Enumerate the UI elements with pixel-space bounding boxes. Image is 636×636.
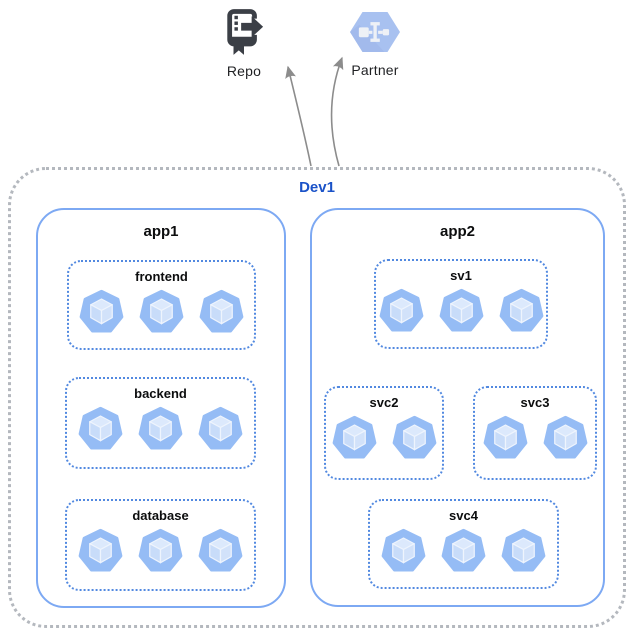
frontend-label: frontend xyxy=(135,269,188,284)
service-box-database: database xyxy=(65,499,256,591)
repo-label: Repo xyxy=(226,63,262,79)
service-box-sv1: sv1 xyxy=(374,259,548,349)
frontend-pods xyxy=(79,289,244,333)
service-box-frontend: frontend xyxy=(67,260,256,350)
pod-icon xyxy=(441,528,486,572)
backend-label: backend xyxy=(134,386,187,401)
pod-icon xyxy=(332,415,376,459)
sv1-label: sv1 xyxy=(450,268,472,283)
partner-hexagon-icon xyxy=(350,12,400,52)
external-node-repo: Repo xyxy=(219,8,269,79)
pod-icon xyxy=(379,288,423,332)
pod-icon xyxy=(392,415,436,459)
pod-icon xyxy=(198,406,243,450)
service-box-backend: backend xyxy=(65,377,256,469)
pod-icon xyxy=(499,288,543,332)
sv1-pods xyxy=(379,288,544,332)
pod-icon xyxy=(501,528,546,572)
app-box-app1: app1 frontend backend xyxy=(36,208,286,608)
pod-icon xyxy=(198,528,243,572)
source-repo-icon xyxy=(227,9,264,55)
svc2-label: svc2 xyxy=(369,395,399,410)
app1-label: app1 xyxy=(143,223,179,240)
service-box-svc4: svc4 xyxy=(368,499,559,589)
app-box-app2: app2 sv1 svc2 xyxy=(310,208,605,607)
svc3-pods xyxy=(483,415,588,459)
partner-label: Partner xyxy=(351,62,399,78)
database-pods xyxy=(78,528,243,572)
pod-icon xyxy=(79,289,124,333)
pod-icon xyxy=(78,406,123,450)
pod-icon xyxy=(139,289,184,333)
service-box-svc2: svc2 xyxy=(324,386,444,480)
external-node-partner: Partner xyxy=(345,9,405,78)
svc2-pods xyxy=(332,415,437,459)
environment-label: Dev1 xyxy=(299,179,335,196)
pod-icon xyxy=(381,528,426,572)
pod-icon xyxy=(543,415,587,459)
backend-pods xyxy=(78,406,243,450)
edge-dev1-partner xyxy=(330,56,344,167)
svc3-label: svc3 xyxy=(520,395,550,410)
svc4-pods xyxy=(381,528,546,572)
pod-icon xyxy=(483,415,527,459)
svc4-label: svc4 xyxy=(449,508,478,523)
service-box-svc3: svc3 xyxy=(473,386,597,480)
pod-icon xyxy=(138,406,183,450)
database-label: database xyxy=(132,508,189,523)
edge-dev1-repo xyxy=(285,65,312,167)
pod-icon xyxy=(199,289,244,333)
pod-icon xyxy=(78,528,123,572)
pod-icon xyxy=(439,288,483,332)
pod-icon xyxy=(138,528,183,572)
app2-label: app2 xyxy=(439,223,475,240)
